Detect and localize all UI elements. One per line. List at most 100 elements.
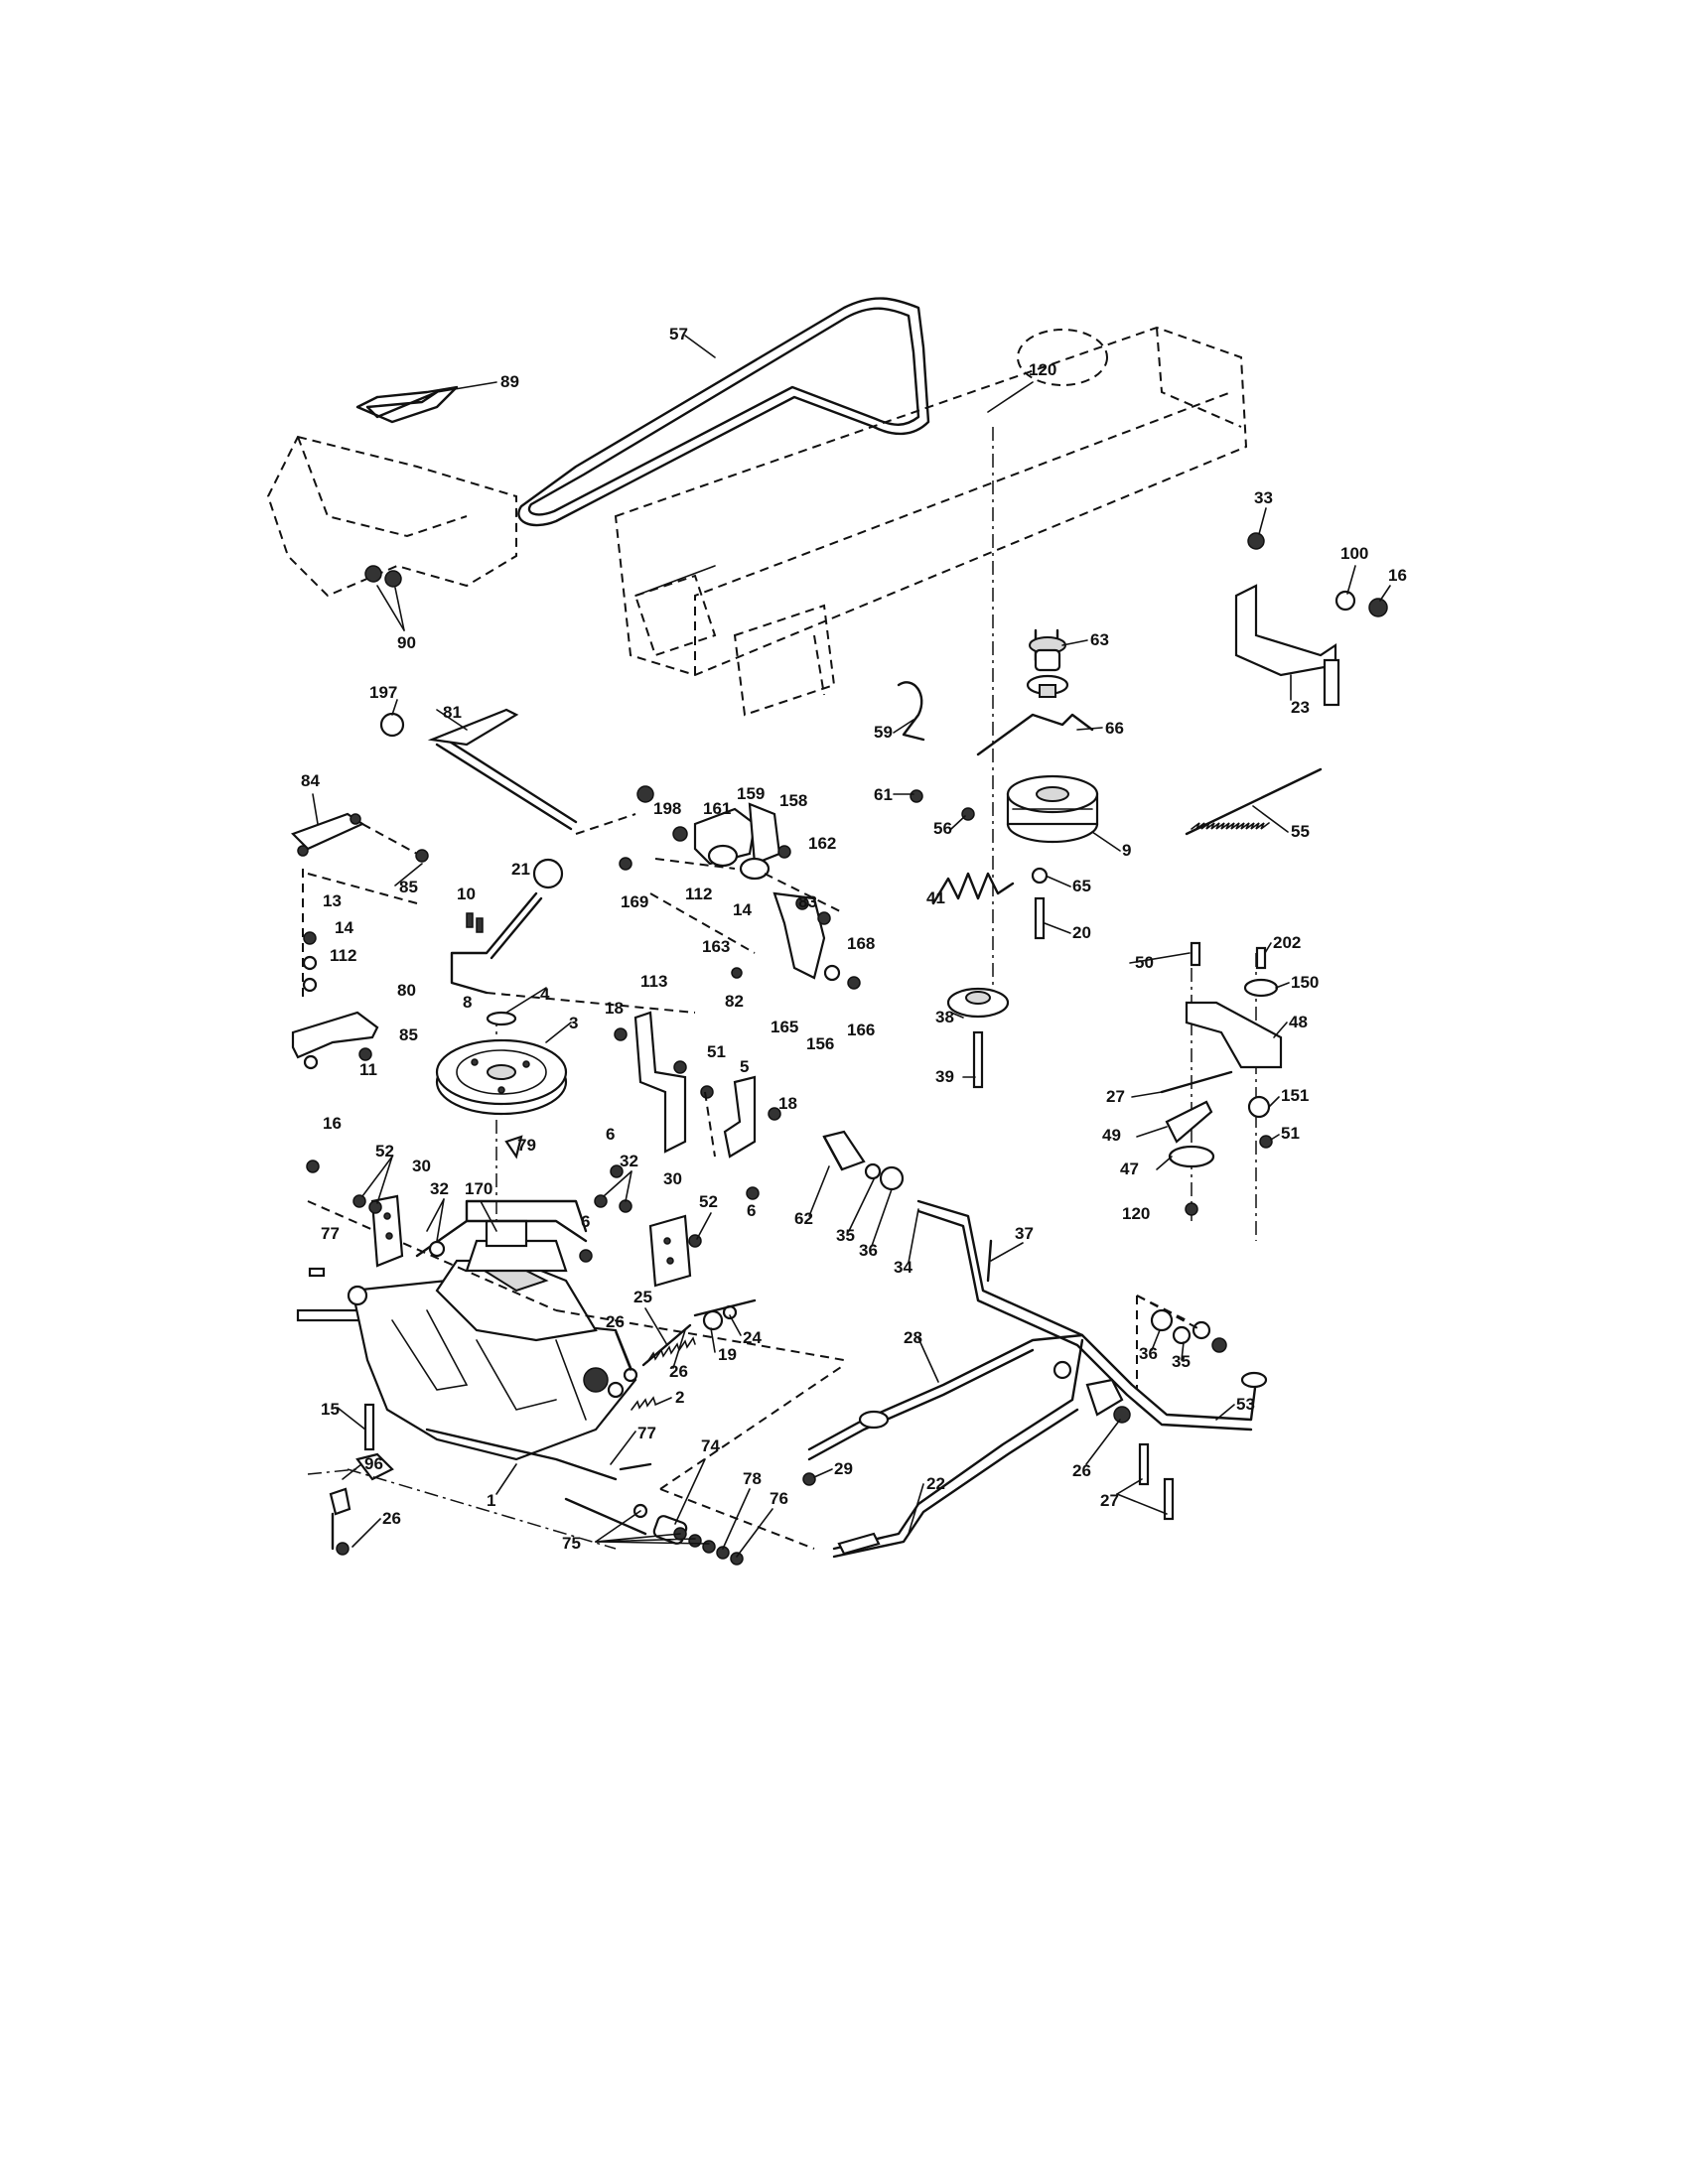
part-label-32b: 32 [620,1152,638,1170]
part-label-100: 100 [1340,544,1368,563]
part-label-2: 2 [675,1388,684,1407]
part-label-197: 197 [369,683,397,702]
part-label-26: 26 [606,1312,625,1331]
part-label-202: 202 [1273,933,1301,952]
part-label-74: 74 [701,1436,720,1455]
part-label-63: 63 [1090,630,1109,649]
part-label-34: 34 [894,1258,912,1277]
part-label-32: 32 [430,1179,449,1198]
control-rod-81 [379,708,654,835]
part-label-159: 159 [737,784,765,803]
part-label-166: 166 [847,1021,875,1039]
spring-55 [1185,767,1323,836]
part-label-168: 168 [847,934,875,953]
part-label-158: 158 [779,791,807,810]
part-label-29: 29 [834,1459,853,1478]
part-label-48: 48 [1289,1013,1308,1031]
part-label-18b: 18 [778,1094,797,1113]
part-label-120: 120 [1029,360,1056,379]
part-label-19: 19 [718,1345,737,1364]
part-label-47: 47 [1120,1160,1139,1178]
part-label-66: 66 [1105,719,1124,738]
part-label-18: 18 [605,999,624,1018]
part-label-150: 150 [1291,973,1319,992]
part-label-13: 13 [323,891,342,910]
part-label-35b: 35 [1172,1352,1191,1371]
arm-84 [291,812,429,998]
leader-lines [312,335,1391,1558]
part-label-83: 83 [798,892,817,911]
part-label-78: 78 [743,1469,762,1488]
part-label-5: 5 [740,1057,749,1076]
frame-outline [614,326,1248,717]
bracket-23 [1234,532,1388,707]
part-label-77b: 77 [637,1424,656,1442]
part-label-49: 49 [1102,1126,1121,1145]
part-label-27b: 27 [1100,1491,1119,1510]
part-label-82: 82 [725,992,744,1011]
pedal-rods [802,1130,1268,1559]
part-label-156: 156 [806,1034,834,1053]
part-label-84: 84 [301,771,320,790]
part-label-76: 76 [770,1489,788,1508]
part-label-39: 39 [935,1067,954,1086]
part-label-85b: 85 [399,1025,418,1044]
part-label-56: 56 [933,819,952,838]
part-label-79: 79 [517,1136,536,1155]
part-labels: 57 89 90 120 33 100 16 63 23 59 66 61 56… [301,325,1407,1553]
part-label-85: 85 [399,878,418,896]
part-label-38: 38 [935,1008,954,1026]
part-label-8: 8 [463,993,472,1012]
idler-arm-48 [1160,941,1283,1241]
drive-belt [517,297,930,527]
part-label-10: 10 [457,885,476,903]
part-label-35: 35 [836,1226,855,1245]
part-label-41: 41 [926,888,945,907]
part-label-90: 90 [397,633,416,652]
part-label-53: 53 [1236,1395,1255,1414]
pulley-stack [897,427,1099,1089]
part-label-113: 113 [640,972,667,991]
springs-25-2 [623,1298,757,1411]
part-label-37: 37 [1015,1224,1034,1243]
washers-35-36 [1136,1295,1227,1353]
mounting-plates-30 [306,1160,702,1288]
part-label-9: 9 [1122,841,1131,860]
part-label-6c: 6 [581,1212,590,1231]
part-label-151: 151 [1281,1086,1309,1105]
part-label-61: 61 [874,785,893,804]
part-label-57: 57 [669,325,688,343]
part-label-77: 77 [321,1224,340,1243]
part-label-30: 30 [412,1157,431,1175]
part-label-112: 112 [685,885,712,903]
part-label-169: 169 [621,892,648,911]
part-label-22: 22 [926,1474,945,1493]
part-label-65: 65 [1072,877,1091,895]
part-label-75: 75 [562,1534,581,1553]
part-label-16: 16 [1388,566,1407,585]
part-label-6: 6 [606,1125,615,1144]
part-label-52: 52 [375,1142,394,1160]
part-label-161: 161 [703,799,731,818]
part-label-81: 81 [443,703,462,722]
part-label-55: 55 [1291,822,1310,841]
part-label-6b: 6 [747,1201,756,1220]
part-label-120b: 120 [1122,1204,1150,1223]
part-label-36: 36 [859,1241,878,1260]
part-label-26b: 26 [669,1362,688,1381]
part-label-11: 11 [359,1060,377,1079]
part-label-23: 23 [1291,698,1310,717]
part-label-198: 198 [653,799,681,818]
part-label-52b: 52 [699,1192,718,1211]
part-label-51b: 51 [1281,1124,1300,1143]
bracket-80 [291,931,379,1070]
part-label-3: 3 [569,1014,578,1032]
part-label-170: 170 [465,1179,492,1198]
part-label-163: 163 [702,937,730,956]
part-label-21: 21 [511,860,530,879]
part-label-36b: 36 [1139,1344,1158,1363]
part-label-15: 15 [321,1400,340,1419]
part-label-4: 4 [540,985,550,1004]
part-label-96: 96 [364,1454,383,1473]
